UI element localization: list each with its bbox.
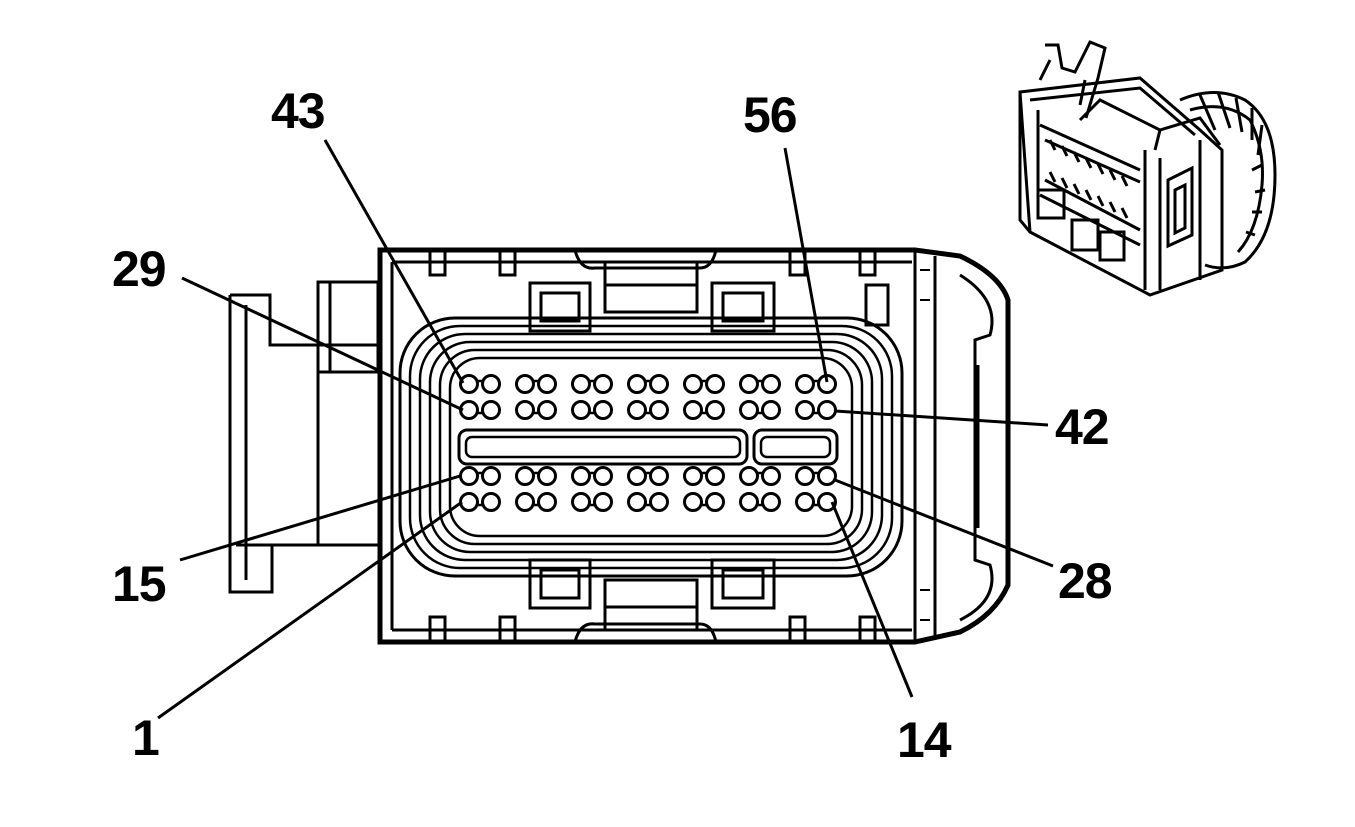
pin-cavity <box>515 466 535 486</box>
pin-cavity <box>705 466 725 486</box>
pin-cavity <box>705 400 725 420</box>
pin-label-43: 43 <box>271 83 325 139</box>
pin-label-29: 29 <box>112 241 166 297</box>
pin-label-14: 14 <box>897 712 952 768</box>
pin-cavity <box>515 400 535 420</box>
pin-cavity <box>459 466 479 486</box>
pin-cavity <box>761 400 781 420</box>
pin-cavity <box>649 400 669 420</box>
pin-cavity <box>571 466 591 486</box>
pin-cavity <box>795 466 815 486</box>
pin-cavity <box>593 374 613 394</box>
pin-cavity <box>761 466 781 486</box>
pin-cavity <box>459 400 479 420</box>
pin-cavity <box>817 492 837 512</box>
pin-cavity <box>795 492 815 512</box>
pin-cavity <box>481 400 501 420</box>
pin-label-42: 42 <box>1055 399 1109 455</box>
pin-cavity <box>537 400 557 420</box>
pin-cavity <box>817 400 837 420</box>
pin-cavity <box>683 492 703 512</box>
pin-cavity <box>593 466 613 486</box>
pin-labels: 43 56 29 42 15 28 1 14 <box>112 83 1113 768</box>
pin-cavity <box>515 492 535 512</box>
pin-cavity <box>627 400 647 420</box>
pin-cavity <box>481 466 501 486</box>
pin-cavity <box>593 400 613 420</box>
pin-cavity <box>459 374 479 394</box>
pin-cavity <box>795 400 815 420</box>
pin-cavity <box>705 374 725 394</box>
pin-cavity <box>739 466 759 486</box>
leader-lines <box>157 139 1054 720</box>
pin-cavity <box>649 492 669 512</box>
pin-cavity <box>459 492 479 512</box>
pin-cavity <box>739 400 759 420</box>
pin-cavity <box>571 492 591 512</box>
pin-cavity <box>571 400 591 420</box>
pin-cavity <box>515 374 535 394</box>
pin-cavity <box>537 466 557 486</box>
pin-cavity <box>481 374 501 394</box>
pin-cavity <box>795 374 815 394</box>
pin-cavity <box>537 492 557 512</box>
pin-cavity <box>761 492 781 512</box>
pin-cavity <box>627 466 647 486</box>
pin-cavity <box>683 400 703 420</box>
pin-cavity <box>481 492 501 512</box>
pin-cavity <box>627 374 647 394</box>
pin-cavity <box>537 374 557 394</box>
pin-cavity <box>705 492 725 512</box>
pin-cavity <box>649 466 669 486</box>
pin-cavities <box>459 374 837 512</box>
pin-cavity <box>571 374 591 394</box>
pin-label-15: 15 <box>112 556 166 612</box>
pin-label-56: 56 <box>743 87 797 143</box>
pin-cavity <box>739 492 759 512</box>
pin-label-1: 1 <box>132 710 159 766</box>
pin-cavity <box>627 492 647 512</box>
connector-isometric-thumbnail <box>1018 40 1277 297</box>
left-latch-bracket <box>228 280 380 594</box>
connector-housing <box>377 247 1011 645</box>
pin-cavity <box>593 492 613 512</box>
pin-cavity <box>761 374 781 394</box>
pin-cavity <box>739 374 759 394</box>
pin-cavity <box>649 374 669 394</box>
pin-cavity <box>683 374 703 394</box>
pin-cavity <box>683 466 703 486</box>
pin-cavity <box>817 466 837 486</box>
pin-label-28: 28 <box>1058 553 1112 609</box>
